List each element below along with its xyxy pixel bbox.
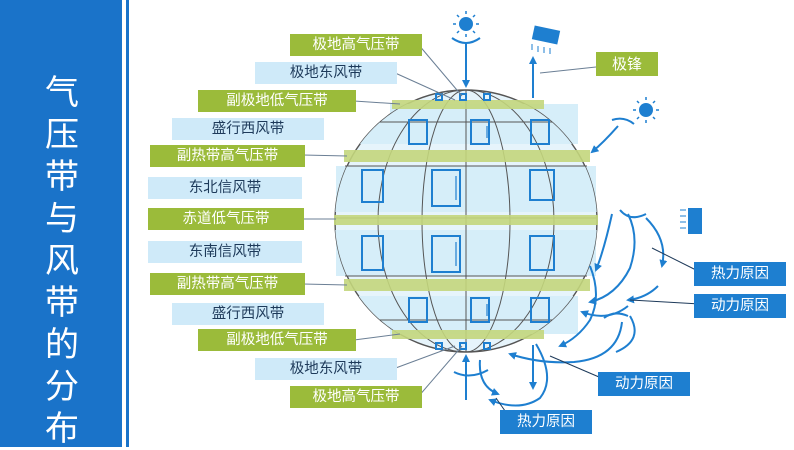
label-westerlies-s: 盛行西风带 (172, 303, 324, 325)
label-dynamic-cause-1: 动力原因 (694, 294, 786, 318)
label-leaders (302, 43, 597, 398)
sun-icon (451, 11, 481, 44)
flow-arrows (453, 42, 668, 407)
label-ne-trades: 东北信风带 (148, 177, 302, 199)
label-polar-front: 极锋 (596, 52, 658, 76)
label-polar-easterlies-s: 极地东风带 (255, 358, 397, 380)
label-westerlies-n: 盛行西风带 (172, 118, 324, 140)
page-title: 气压带与风带的分布 (45, 73, 79, 449)
sun-icon (633, 97, 659, 123)
label-polar-high-n: 极地高气压带 (290, 34, 422, 56)
label-dynamic-cause-2: 动力原因 (598, 372, 690, 396)
label-subpolar-low-s: 副极地低气压带 (198, 329, 356, 351)
label-polar-easterlies-n: 极地东风带 (255, 62, 397, 84)
label-thermal-cause-1: 热力原因 (694, 262, 786, 286)
label-subtropical-high-s: 副热带高气压带 (150, 273, 305, 295)
sidebar: 气压带与风带的分布 (0, 0, 134, 449)
label-se-trades: 东南信风带 (148, 241, 302, 263)
cause-leaders (495, 247, 701, 419)
pressure-bands (334, 100, 598, 339)
circulation-cells (361, 93, 555, 350)
cold-air-icon (680, 208, 702, 234)
label-equatorial-low: 赤道低气压带 (148, 208, 304, 230)
label-polar-high-s: 极地高气压带 (290, 386, 422, 408)
cold-air-icon (531, 25, 561, 54)
label-subpolar-low-n: 副极地低气压带 (198, 90, 356, 112)
sidebar-divider (126, 0, 129, 447)
cell-inner-arrows (455, 126, 488, 316)
label-thermal-cause-2: 热力原因 (500, 410, 592, 434)
sidebar-panel (0, 0, 122, 447)
label-subtropical-high-n: 副热带高气压带 (150, 145, 305, 167)
